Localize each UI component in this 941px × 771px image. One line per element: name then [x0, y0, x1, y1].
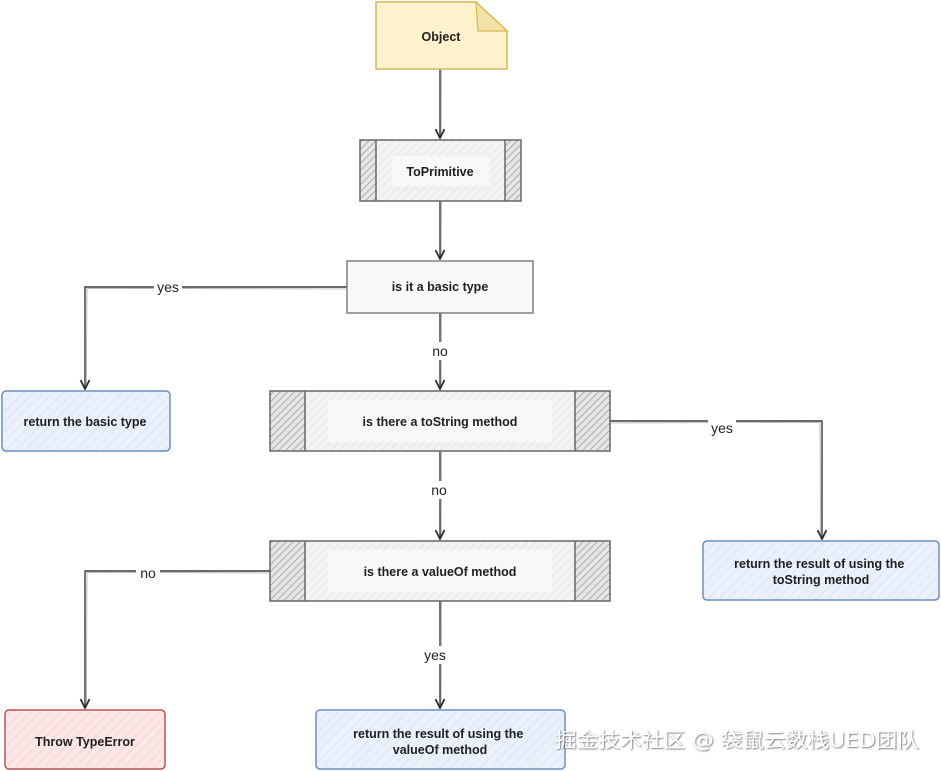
error-hatch: [7, 712, 163, 767]
node-object-label: Object: [422, 30, 462, 44]
node-to-primitive: ToPrimitive: [359, 139, 522, 202]
edge-valueof-no: no: [85, 565, 270, 708]
result-hatch: [4, 393, 168, 449]
label-line-2: valueOf method: [393, 743, 487, 757]
edge-tostring-yes: yes: [610, 420, 822, 539]
node-return-valueof-result-label: return the result of using the valueOf m…: [353, 727, 527, 757]
process-outline: [269, 540, 611, 602]
label-line-2: toString method: [773, 573, 870, 587]
edge-basic-yes: yes: [85, 279, 347, 389]
node-return-valueof-result: return the result of using the valueOf m…: [315, 709, 566, 770]
process-text-area: [328, 550, 552, 592]
node-return-basic-type-label: return the basic type: [24, 415, 147, 429]
edge-label-bg: [421, 646, 449, 664]
edge-label-basic-yes: yes: [157, 279, 179, 295]
process-outline: [359, 139, 522, 202]
process-text-area: [392, 156, 489, 186]
process-right-band: [575, 391, 610, 451]
result-hatch: [705, 543, 937, 598]
edge-label-bg: [708, 420, 736, 436]
edge-valueof-yes: yes: [421, 601, 449, 708]
process-outline: [269, 390, 611, 452]
node-return-tostring-result: return the result of using the toString …: [702, 540, 940, 601]
node-has-valueof: is there a valueOf method: [269, 540, 611, 602]
edge-tostring-no: no: [427, 451, 451, 539]
process-left-band: [270, 541, 305, 601]
node-is-basic-type: is it a basic type: [346, 260, 534, 314]
node-throw-type-error: Throw TypeError: [4, 709, 166, 770]
label-line-1: return the result of using the: [734, 557, 904, 571]
edge-label-basic-no: no: [432, 343, 448, 359]
node-throw-type-error-label: Throw TypeError: [35, 735, 135, 749]
edge-basic-no: no: [428, 313, 452, 389]
process-text-area: [328, 400, 552, 442]
node-is-basic-type-label: is it a basic type: [392, 280, 489, 294]
process-left-band: [360, 140, 376, 201]
node-object: Object: [375, 0, 509, 70]
process-left-band: [270, 391, 305, 451]
label-line-1: return the result of using the: [353, 727, 523, 741]
edge-label-valueof-yes: yes: [424, 647, 446, 663]
node-has-tostring: is there a toString method: [269, 390, 611, 452]
result-hatch: [318, 712, 563, 767]
decision-shape: [346, 260, 534, 314]
edge-label-bg: [428, 342, 452, 360]
edge-label-bg: [136, 565, 160, 581]
edge-object-to-toprimitive: [440, 69, 442, 138]
edge-label-valueof-no: no: [140, 565, 156, 581]
edge-label-tostring-yes: yes: [711, 420, 733, 436]
node-has-tostring-label: is there a toString method: [363, 415, 518, 429]
node-to-primitive-label: ToPrimitive: [406, 165, 473, 179]
document-shape: [375, 1, 508, 70]
edge-label-tostring-no: no: [431, 482, 447, 498]
edge-label-bg: [427, 481, 451, 499]
process-right-band: [505, 140, 521, 201]
process-right-band: [575, 541, 610, 601]
edge-label-bg: [154, 279, 182, 295]
node-has-valueof-label: is there a valueOf method: [364, 565, 517, 579]
node-return-basic-type: return the basic type: [1, 390, 171, 452]
watermark: 掘金技术社区 @ 袋鼠云数栈UED团队: [555, 728, 919, 752]
document-fold: [475, 0, 509, 32]
node-return-tostring-result-label: return the result of using the toString …: [734, 557, 908, 587]
edge-toprimitive-to-basic-check: [440, 201, 442, 259]
